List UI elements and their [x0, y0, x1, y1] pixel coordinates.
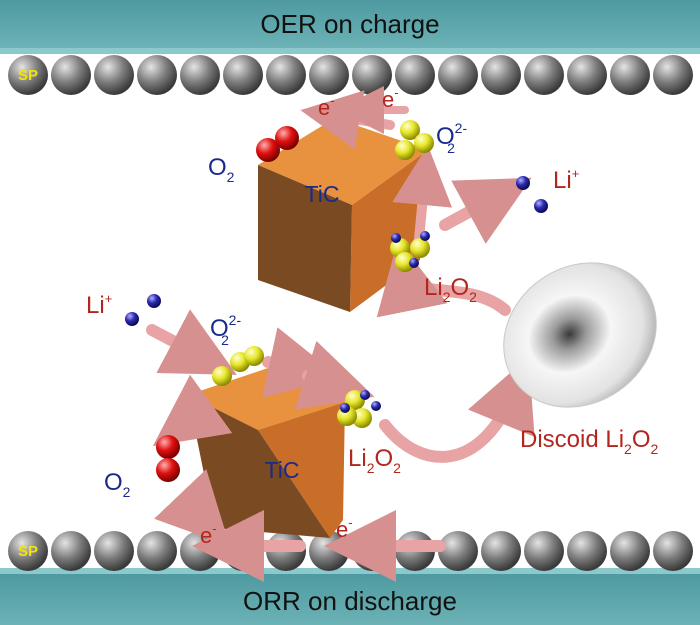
- carbon-sphere: [8, 531, 48, 571]
- upper-cube-label: TiC: [305, 181, 340, 207]
- carbon-sphere: [438, 55, 478, 95]
- carbon-sphere: [94, 531, 134, 571]
- carbon-sphere: [51, 531, 91, 571]
- discoid-li2o2-particle: [503, 262, 657, 408]
- upper-li-ion-label: Li+: [553, 166, 579, 194]
- upper-o2-molecule: [256, 126, 299, 162]
- upper-peroxide-label: O2-2: [436, 120, 467, 156]
- carbon-sphere: [137, 531, 177, 571]
- carbon-sphere: [524, 531, 564, 571]
- carbon-sphere: [309, 55, 349, 95]
- carbon-sphere: [524, 55, 564, 95]
- carbon-sphere: [395, 55, 435, 95]
- sp-label-top: SP: [18, 67, 38, 84]
- bottom-electrode-bar: ORR on discharge: [0, 568, 700, 625]
- lower-electron-label-1: e-: [200, 521, 217, 548]
- carbon-sphere: [610, 531, 650, 571]
- upper-li2o2-label: Li2O2: [424, 274, 477, 305]
- carbon-sphere: [51, 55, 91, 95]
- carbon-sphere: [610, 55, 650, 95]
- carbon-sphere: [137, 55, 177, 95]
- carbon-sphere: [352, 55, 392, 95]
- lower-li2o2-cluster: [337, 390, 381, 428]
- upper-li-ions: [516, 176, 548, 213]
- top-carbon-sphere-row: [8, 55, 693, 95]
- lower-electron-label-2: e-: [336, 515, 353, 542]
- bottom-bar-label: ORR on discharge: [243, 586, 457, 616]
- carbon-sphere: [266, 55, 306, 95]
- lower-arrows: [146, 309, 535, 582]
- lower-cube-label: TiC: [265, 457, 300, 483]
- bottom-carbon-sphere-row: [8, 531, 693, 571]
- carbon-sphere: [653, 531, 693, 571]
- lower-li2o2-label: Li2O2: [348, 445, 401, 476]
- lower-peroxide-label: O2-2: [210, 312, 241, 348]
- top-electrode-bar: OER on charge: [0, 0, 700, 54]
- upper-li2o2-cluster: [390, 231, 430, 272]
- carbon-sphere: [567, 55, 607, 95]
- upper-electron-label-1: e-: [318, 93, 335, 120]
- upper-arrows: [300, 86, 532, 318]
- lower-o2-molecule: [156, 435, 180, 482]
- discoid-label: Discoid Li2O2: [520, 426, 659, 457]
- carbon-sphere: [438, 531, 478, 571]
- carbon-sphere: [481, 55, 521, 95]
- carbon-sphere: [223, 55, 263, 95]
- lower-li-ion-label: Li+: [86, 291, 112, 319]
- upper-o2-label: O2: [208, 154, 235, 185]
- lower-li-ions: [125, 294, 161, 326]
- lower-o2-label: O2: [104, 469, 131, 500]
- carbon-sphere: [8, 55, 48, 95]
- carbon-sphere: [481, 531, 521, 571]
- sp-label-bottom: SP: [18, 543, 38, 560]
- top-bar-label: OER on charge: [260, 9, 439, 39]
- upper-peroxide-cluster: [395, 120, 434, 160]
- carbon-sphere: [653, 55, 693, 95]
- upper-electron-label-2: e-: [382, 85, 399, 112]
- carbon-sphere: [94, 55, 134, 95]
- carbon-sphere: [180, 55, 220, 95]
- carbon-sphere: [567, 531, 607, 571]
- lower-tic-cube: TiC: [188, 368, 345, 538]
- lower-peroxide-cluster: [212, 346, 264, 386]
